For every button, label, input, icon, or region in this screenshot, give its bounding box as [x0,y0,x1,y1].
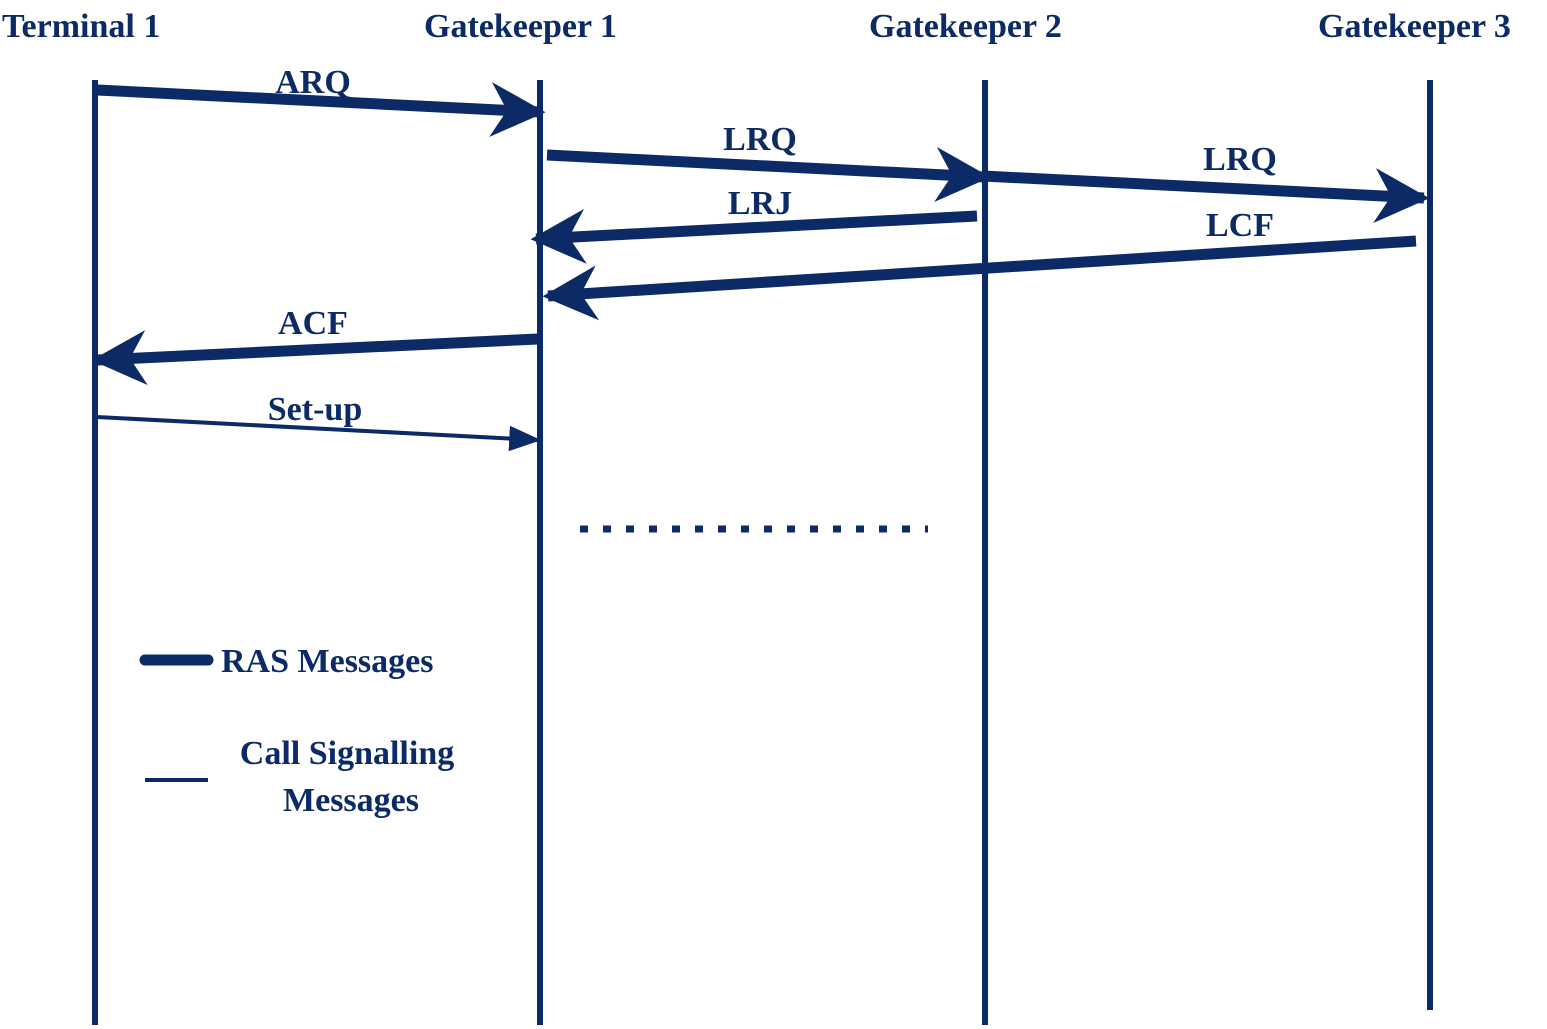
message-arrow-setup [96,415,542,452]
participant-label-terminal-1: Terminal 1 [2,8,160,45]
message-label-setup: Set-up [268,391,362,428]
legend-call-signalling-label-line1: Call Signalling [240,735,454,772]
legend-ras-label: RAS Messages [221,643,433,680]
message-arrow-acf [91,330,539,386]
message-label-lrq-2: LRQ [1203,141,1277,178]
message-label-acf: ACF [278,305,348,342]
message-arrow-lcf [542,235,1417,321]
message-label-lcf: LCF [1206,207,1274,244]
message-label-lrq-1: LRQ [723,121,797,158]
message-arrow-lrq-2 [982,168,1430,223]
message-arrow-lrj [530,208,978,264]
legend-call-signalling-label-line2: Messages [283,782,419,819]
message-label-arq: ARQ [275,64,351,101]
message-arrow-lrq-1 [546,147,991,202]
participant-label-gatekeeper-1: Gatekeeper 1 [424,8,617,45]
participant-label-gatekeeper-3: Gatekeeper 3 [1318,8,1511,45]
message-arrow-arq [96,82,546,138]
participant-label-gatekeeper-2: Gatekeeper 2 [869,8,1062,45]
message-label-lrj: LRJ [728,185,792,222]
